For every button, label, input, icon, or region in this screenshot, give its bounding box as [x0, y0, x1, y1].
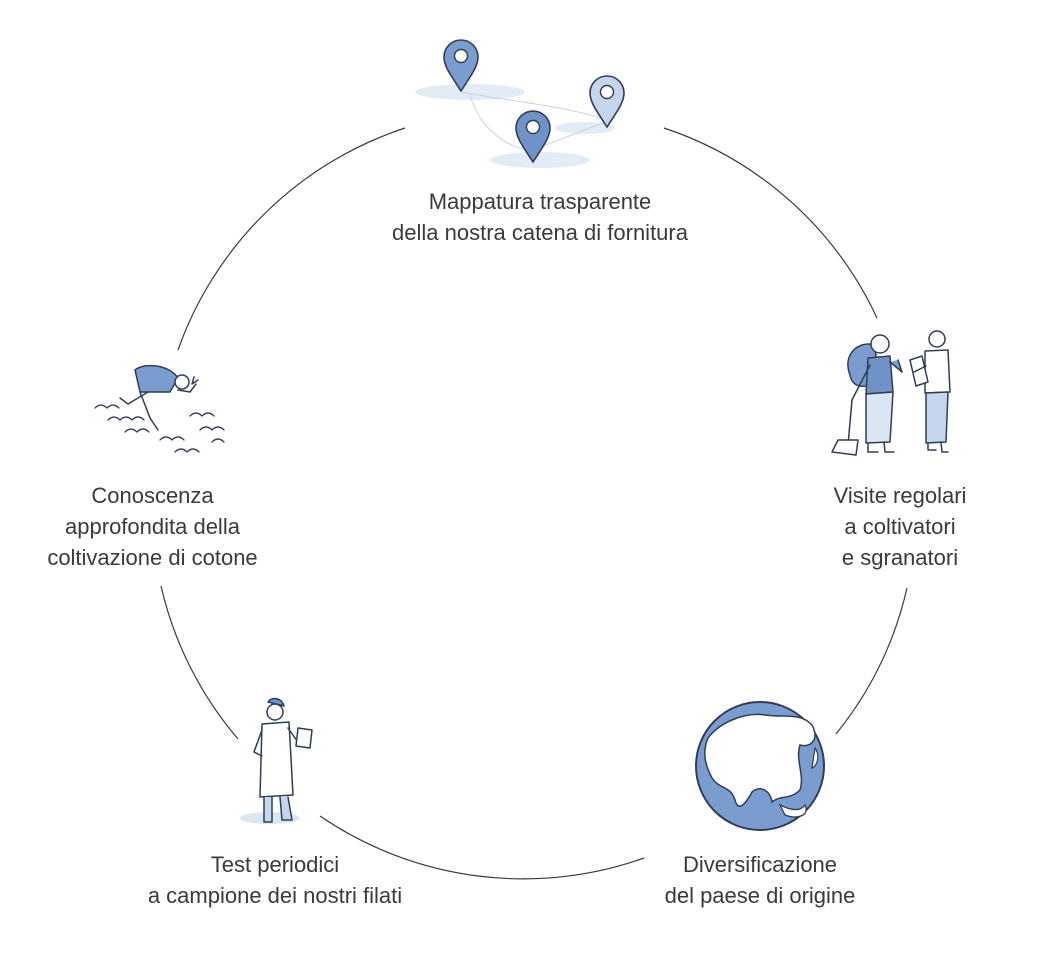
step-label-line: della nostra catena di fornitura: [392, 220, 688, 245]
arc-visits-diversification: [835, 587, 908, 735]
step-label-line: Conoscenza: [91, 483, 214, 508]
arc-knowledge-mapping: [177, 127, 406, 351]
cotton-farmer-icon: [94, 364, 225, 453]
pin-1: [443, 39, 479, 93]
cycle-arcs: [160, 127, 908, 880]
step-label-visits: Visite regolari a coltivatori e sgranato…: [790, 480, 1010, 573]
step-label-diversification: Diversificazione del paese di origine: [620, 849, 900, 911]
step-label-line: Diversificazione: [682, 852, 838, 877]
step-label-line: a coltivatori: [844, 514, 956, 539]
arc-diversification-testing: [319, 815, 645, 880]
farmers-visit-icon: [831, 330, 951, 456]
step-label-line: Visite regolari: [833, 483, 967, 508]
step-label-knowledge: Conoscenza approfondita della coltivazio…: [15, 480, 290, 573]
pin-3: [515, 110, 551, 164]
step-label-line: Mappatura trasparente: [428, 189, 652, 214]
arc-mapping-visits: [663, 127, 878, 319]
step-label-line: Test periodici: [210, 852, 340, 877]
step-label-line: approfondita della: [65, 514, 240, 539]
step-label-line: del paese di origine: [664, 883, 856, 908]
map-pins-icon: [415, 39, 625, 168]
lab-tester-icon: [240, 697, 313, 824]
step-label-mapping: Mappatura trasparente della nostra caten…: [320, 186, 760, 248]
step-label-line: coltivazione di cotone: [47, 545, 258, 570]
globe-icon: [695, 701, 825, 831]
step-label-testing: Test periodici a campione dei nostri fil…: [110, 849, 440, 911]
pin-2: [589, 75, 625, 129]
step-label-line: e sgranatori: [841, 545, 959, 570]
step-label-line: a campione dei nostri filati: [147, 883, 403, 908]
arc-testing-knowledge: [160, 585, 239, 740]
